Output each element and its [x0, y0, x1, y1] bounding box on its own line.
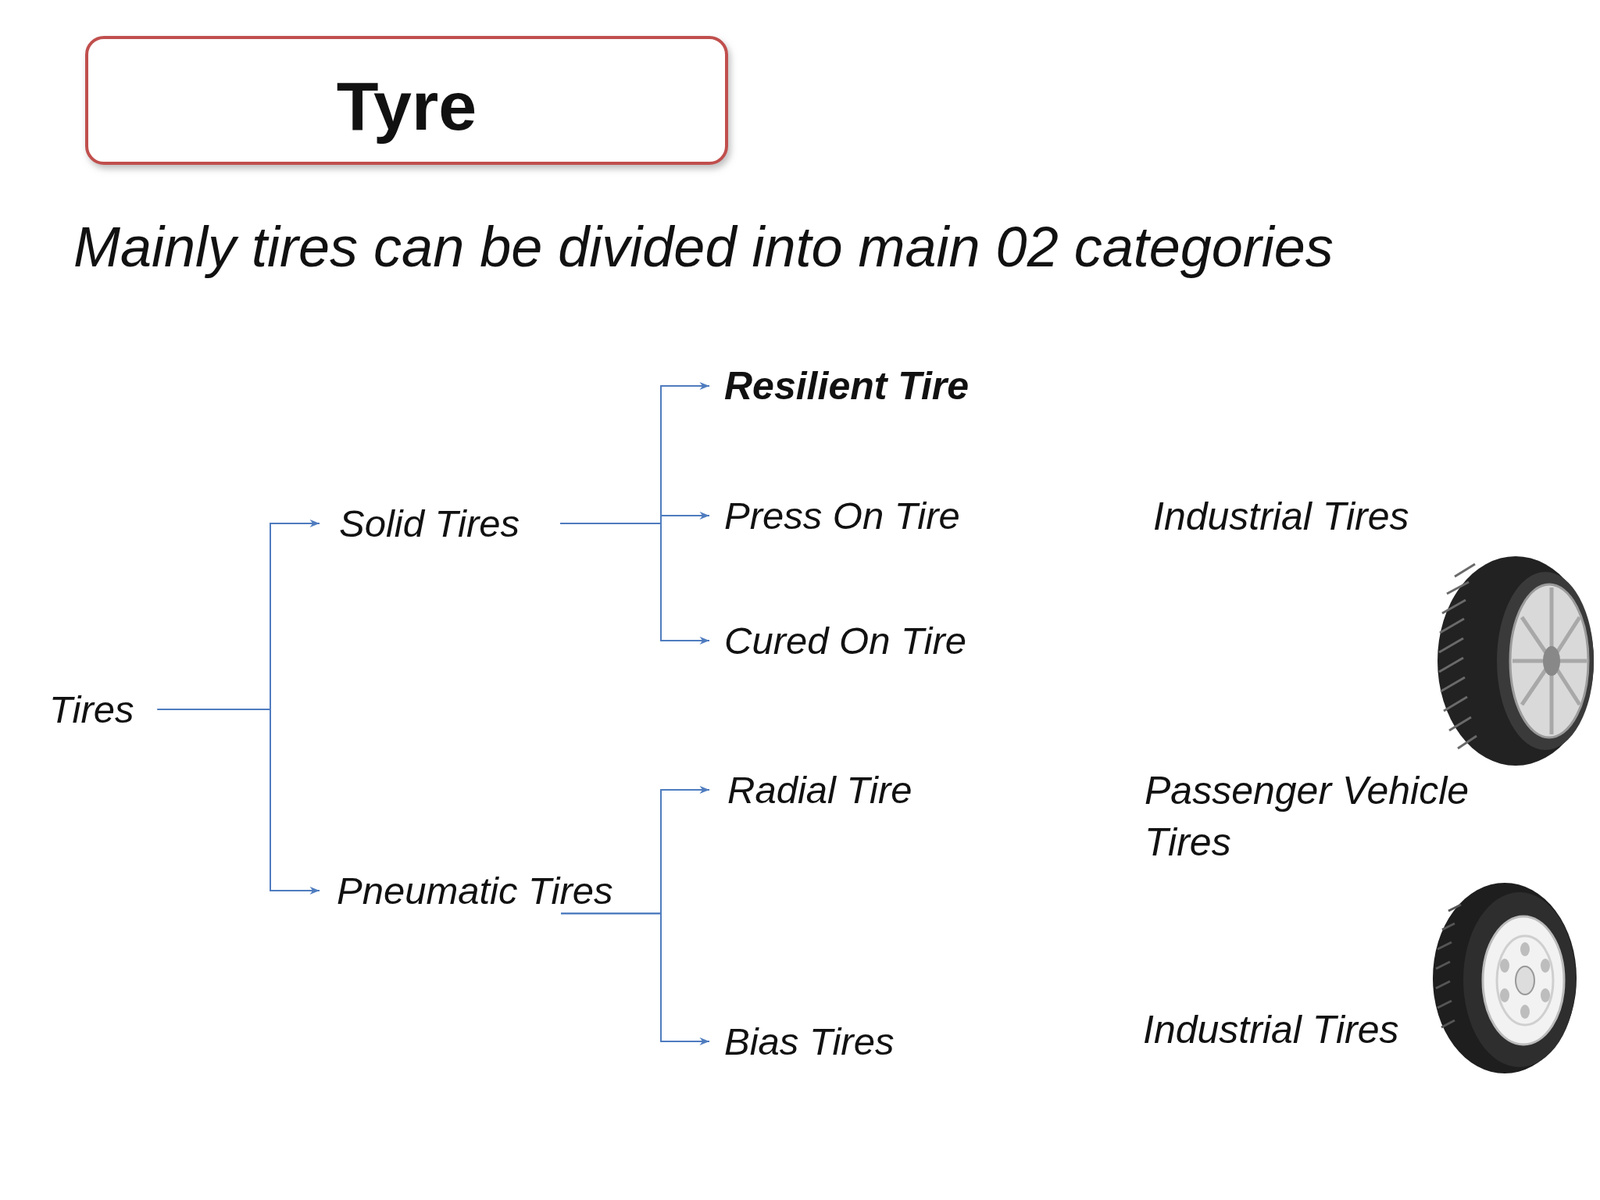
- rim-spokes: [1512, 587, 1587, 735]
- category-label: Industrial Tires: [1153, 492, 1482, 540]
- tree-connector: [560, 515, 710, 524]
- title-frame: [86, 37, 727, 164]
- node-label: Tires: [49, 686, 134, 733]
- wheel-rim: [1482, 916, 1565, 1045]
- node-label: Bias Tires: [724, 1018, 894, 1065]
- title-text: Tyre: [86, 37, 727, 164]
- category-label: Passenger Vehicle Tires: [1144, 764, 1504, 868]
- tree-node: Resilient Tire: [709, 362, 974, 410]
- tree-connector: [560, 913, 710, 1042]
- wheel-hub: [1515, 966, 1535, 995]
- tire-sidewall: [1463, 892, 1576, 1068]
- tread-pattern: [1435, 904, 1461, 1028]
- tread-pattern: [1439, 564, 1477, 749]
- tire-tread: [1437, 556, 1594, 766]
- rim-ring: [1496, 935, 1554, 1025]
- tree-node: Bias Tires: [709, 1018, 899, 1065]
- category-label: Industrial Tires: [1142, 1006, 1472, 1054]
- tire-tread: [1432, 882, 1577, 1074]
- node-label: Solid Tires: [339, 500, 520, 547]
- node-label: Pneumatic Tires: [336, 867, 614, 915]
- wheel-rim: [1510, 584, 1589, 738]
- tire-illustration: [1432, 882, 1577, 1074]
- tree-node: Tires: [33, 686, 158, 733]
- tree-node: Press On Tire: [709, 492, 965, 540]
- tree-node: Radial Tire: [709, 767, 917, 814]
- tree-connector: [157, 523, 320, 710]
- tree-connector: [560, 523, 710, 641]
- tree-node: Pneumatic Tires: [319, 867, 618, 915]
- node-label: Press On Tire: [724, 492, 961, 540]
- subtitle-text: Mainly tires can be divided into main 02…: [73, 213, 1574, 281]
- node-label: Cured On Tire: [724, 617, 967, 665]
- tire-illustration: [1437, 556, 1594, 766]
- tree-node: Solid Tires: [319, 500, 561, 547]
- node-label: Resilient Tire: [724, 362, 969, 410]
- edge-group: [157, 385, 710, 1042]
- tree-node: Cured On Tire: [709, 617, 972, 665]
- tree-connector: [560, 385, 710, 524]
- rim-holes: [1500, 942, 1550, 1019]
- tire-sidewall: [1496, 571, 1594, 750]
- wheel-hub: [1542, 646, 1561, 676]
- tree-connector: [157, 709, 320, 891]
- node-label: Radial Tire: [727, 767, 912, 814]
